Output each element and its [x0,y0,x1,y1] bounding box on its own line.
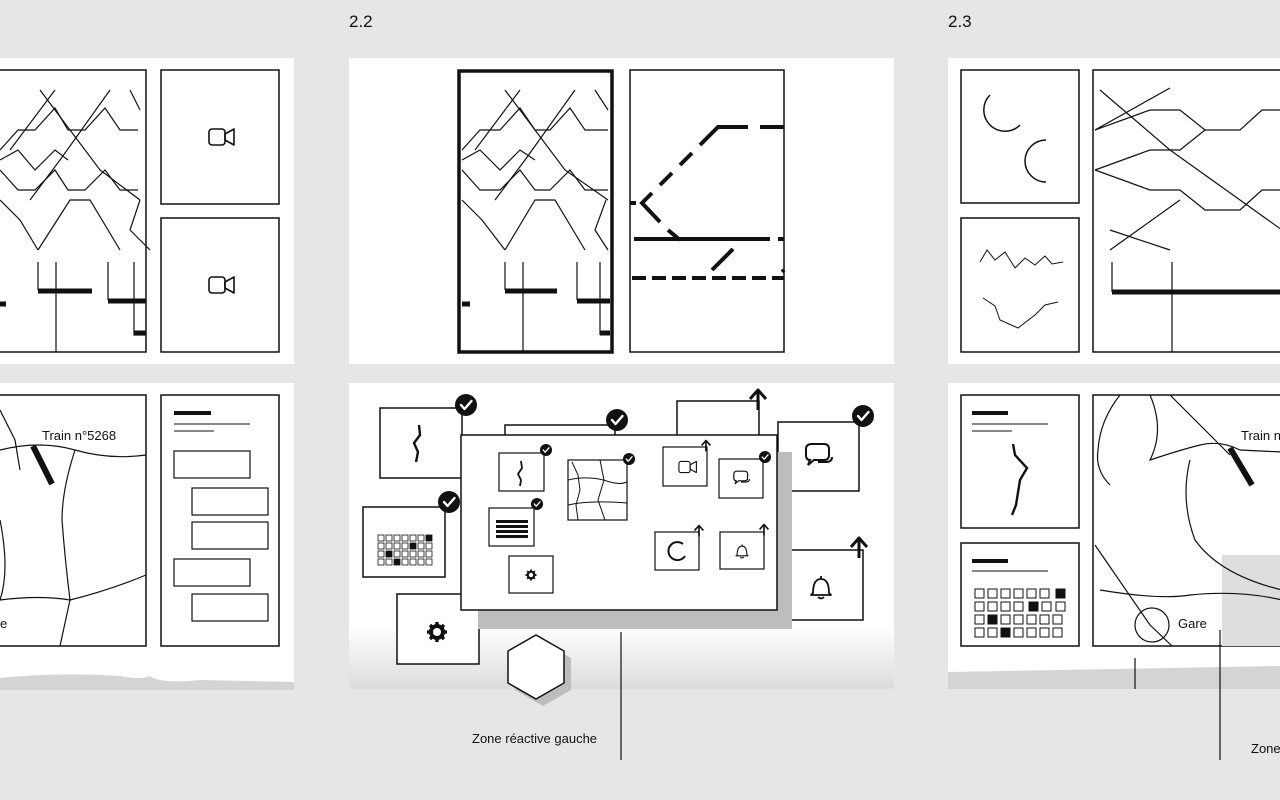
card-track[interactable] [379,407,463,479]
mini-chat[interactable] [718,458,764,499]
arc-loader-icon [1024,139,1047,183]
check-icon [530,497,544,511]
zone-left-caption: Zone réactive gauche [472,731,598,746]
right-map-panel [1092,394,1280,647]
station-label: Gare [1178,616,1207,631]
check-icon [453,392,479,418]
train-label-left: Train n°5268 [42,428,117,443]
section-label-2-2: 2.2 [349,12,373,31]
right-sparkline-panel [960,217,1080,353]
check-icon [436,489,462,515]
check-icon [604,407,630,433]
station-marker[interactable] [1134,607,1170,643]
gear-icon [425,620,449,644]
zone-right-caption: Zone [1251,741,1280,756]
card-bell[interactable] [780,549,864,621]
right-arc-panel [960,69,1080,204]
mini-map[interactable] [567,459,628,521]
left-rail-panel [0,69,151,353]
card-grid[interactable] [362,506,446,578]
map-label-cut: e [0,616,8,631]
mini-loader[interactable] [654,531,700,571]
mini-bell[interactable] [719,531,765,570]
center-zoom-panel [629,69,786,353]
right-grid-panel [960,542,1080,647]
left-map-panel [0,394,147,647]
check-icon [539,443,553,457]
section-label-2-3: 2.3 [948,12,972,31]
right-text-panel [960,394,1080,529]
train-label-right: Train n [1241,428,1280,443]
left-video-panel-1 [160,69,280,205]
mini-video[interactable] [662,446,708,487]
center-rail-panel [457,69,614,354]
left-video-panel-2 [160,217,280,353]
check-icon [850,403,876,429]
check-icon [622,452,636,466]
arc-loader-icon [983,94,1021,132]
right-rail-panel [1092,69,1280,353]
board-center-top [349,58,894,364]
check-icon [758,450,772,464]
hexagon-icon[interactable] [507,634,565,700]
gear-icon [524,568,538,582]
mini-track[interactable] [498,452,545,492]
left-form-panel [160,394,280,647]
